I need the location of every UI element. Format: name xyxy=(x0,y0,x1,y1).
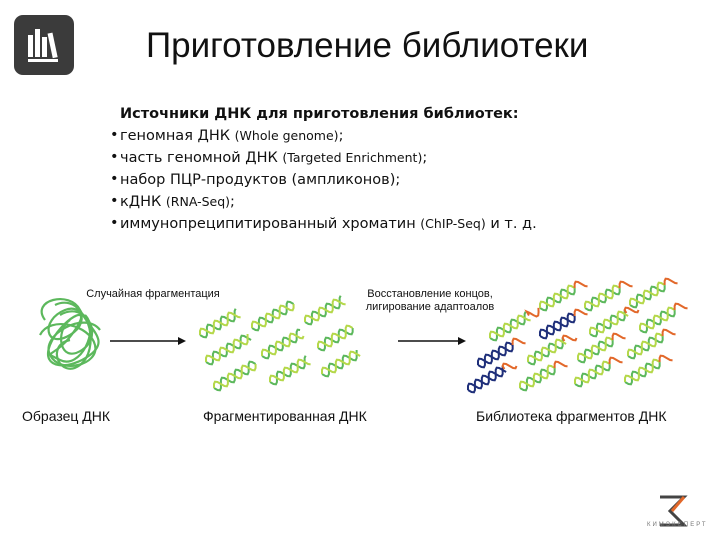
fragmented-dna-group xyxy=(198,295,361,392)
dna-helix-icon xyxy=(466,362,518,394)
list-item: часть геномной ДНК (Targeted Enrichment)… xyxy=(110,147,570,169)
list-item: геномная ДНК (Whole genome); xyxy=(110,125,570,147)
dna-helix-icon xyxy=(628,277,678,309)
list-item: иммунопреципитированный хроматин (ChIP-S… xyxy=(110,213,570,235)
dna-sample-tangle-icon xyxy=(39,298,101,370)
dna-helix-icon xyxy=(638,302,688,334)
dna-helix-icon xyxy=(250,300,295,332)
dna-helix-icon xyxy=(538,308,588,340)
adapter-ligation-arrow xyxy=(398,337,466,345)
dna-helix-icon xyxy=(476,337,526,369)
brand-name: КИМЭКСПЕРТ xyxy=(647,522,708,528)
dna-helix-icon xyxy=(488,307,540,342)
list-item: кДНК (RNA-Seq); xyxy=(110,191,570,213)
dna-library-group xyxy=(466,277,688,394)
dna-helix-icon xyxy=(198,308,241,339)
dna-library-caption: Библиотека фрагментов ДНК xyxy=(476,408,667,424)
sources-heading: Источники ДНК для приготовления библиоте… xyxy=(120,106,519,122)
page-title: Приготовление библиотеки xyxy=(146,26,589,65)
fragmentation-arrow xyxy=(110,337,186,345)
dna-helix-icon xyxy=(583,280,633,312)
dna-helix-icon xyxy=(268,355,311,386)
dna-helix-icon xyxy=(526,334,578,366)
end-repair-step-label: Восстановление концов, лигирование адапт… xyxy=(365,288,495,313)
dna-helix-icon xyxy=(573,356,623,388)
app-logo xyxy=(14,15,74,75)
sample-dna-caption: Образец ДНК xyxy=(22,408,111,424)
dna-sources-block: Источники ДНК для приготовления библиоте… xyxy=(110,104,570,235)
sources-list: геномная ДНК (Whole genome); часть геном… xyxy=(110,125,570,235)
dna-helix-icon xyxy=(538,280,588,312)
dna-helix-icon xyxy=(588,306,640,338)
fragmented-dna-caption: Фрагментированная ДНК xyxy=(203,408,367,424)
library-books-icon xyxy=(28,29,58,62)
dna-helix-icon xyxy=(320,349,361,378)
dna-helix-icon xyxy=(303,295,346,326)
fragmentation-step-label: Случайная фрагментация xyxy=(86,288,220,300)
list-item: набор ПЦР-продуктов (ампликонов); xyxy=(110,169,570,191)
dna-helix-icon xyxy=(626,328,676,360)
dna-helix-icon xyxy=(623,354,673,386)
dna-helix-icon xyxy=(204,333,252,366)
dna-helix-icon xyxy=(316,324,354,352)
dna-helix-icon xyxy=(518,360,568,392)
dna-helix-icon xyxy=(576,332,626,364)
dna-helix-icon xyxy=(260,328,305,360)
brand-logo-icon xyxy=(660,495,688,527)
dna-helix-icon xyxy=(212,360,257,392)
